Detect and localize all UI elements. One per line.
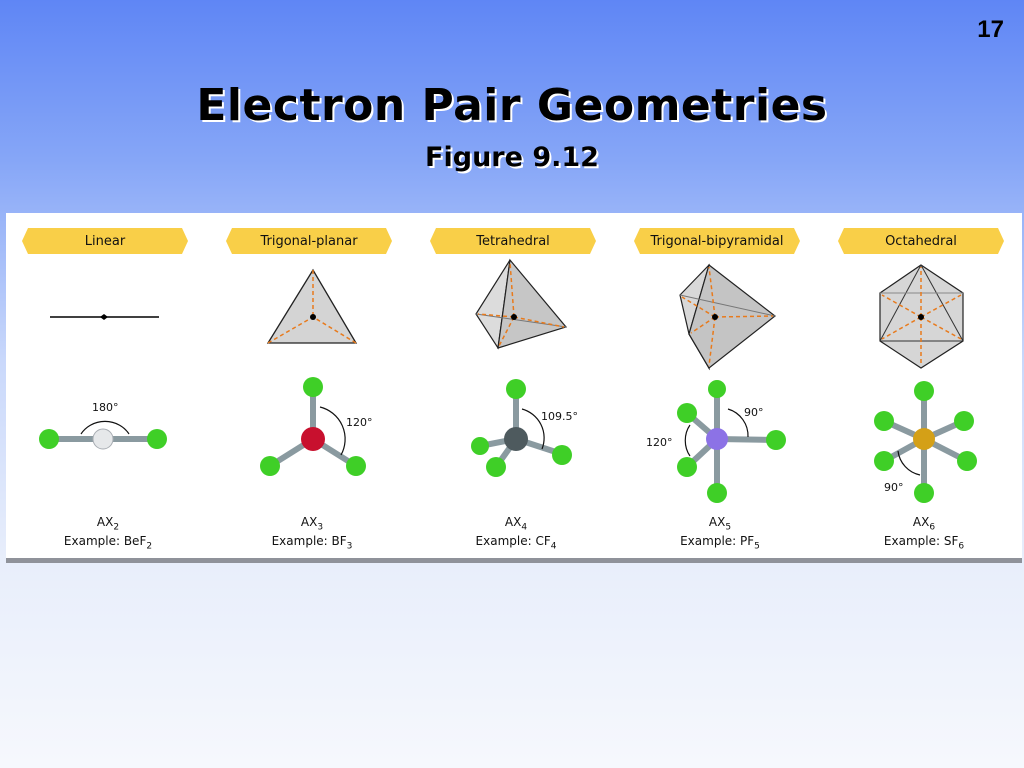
octahedral-ball-stick-model: 90° (874, 381, 977, 503)
geometry-column-linear: Linear 180° AX2 Example: BeF2 (6, 213, 210, 558)
angle-label-90: 90° (884, 481, 904, 494)
trigonal-planar-geometry-diagram: 120° (260, 268, 373, 476)
molecule-example: Example: PF5 (680, 534, 760, 552)
central-atom (504, 427, 528, 451)
molecule-example: Example: SF6 (883, 534, 965, 552)
geometry-label-pill: Trigonal-bipyramidal (634, 228, 800, 254)
linear-ball-stick-model: 180° (39, 401, 167, 450)
molecule-example: Example: BF3 (271, 534, 353, 552)
angle-label-120: 120° (346, 416, 373, 429)
octahedral-outline-shape (879, 264, 964, 369)
slide-subtitle: Figure 9.12 (425, 142, 599, 173)
geometry-label: Trigonal-planar (260, 233, 358, 249)
trigonal-planar-ball-stick-model: 120° (260, 377, 373, 476)
central-atom (913, 428, 935, 450)
slide-number: 17 (977, 16, 1004, 43)
geometry-label: Trigonal-bipyramidal (650, 233, 784, 249)
molecule-formula: AX5 (708, 515, 732, 533)
trigonal-planar-outline-shape (266, 268, 358, 344)
molecule-formula: AX2 (96, 515, 120, 533)
central-atom (706, 428, 728, 450)
tetrahedral-geometry-diagram: 109.5° (471, 258, 578, 477)
geometry-label: Octahedral (885, 233, 957, 249)
slide-title: Electron Pair Geometries (196, 80, 828, 131)
geometry-figure-panel: Linear 180° AX2 Example: BeF2 Trigonal-p… (6, 213, 1022, 563)
geometry-label: Linear (84, 233, 126, 249)
geometry-label-pill: Trigonal-planar (226, 228, 392, 254)
angle-label-120: 120° (646, 436, 673, 449)
angle-label-180: 180° (92, 401, 119, 414)
angle-label-109-5: 109.5° (541, 410, 578, 423)
angle-label-90: 90° (744, 406, 764, 419)
geometry-label-pill: Tetrahedral (430, 228, 596, 254)
tetrahedral-outline-shape (475, 258, 568, 350)
molecule-formula: AX6 (912, 515, 936, 533)
tetrahedral-ball-stick-model: 109.5° (471, 379, 578, 477)
molecule-example: Example: CF4 (475, 534, 557, 552)
linear-geometry-diagram: 180° (39, 314, 167, 450)
geometry-column-octahedral: Octahedral (822, 213, 1024, 558)
octahedral-geometry-diagram: 90° (874, 264, 977, 503)
molecule-formula: AX4 (504, 515, 528, 533)
geometry-label: Tetrahedral (476, 233, 550, 249)
trigonal-bipyramidal-ball-stick-model: 90° 120° (646, 380, 786, 503)
trigonal-bipyramidal-outline-shape (679, 263, 776, 371)
central-atom (92, 428, 114, 450)
geometry-column-tetrahedral: Tetrahedral 109.5° (414, 213, 618, 558)
geometry-label-pill: Linear (22, 228, 188, 254)
trigonal-bipyramidal-geometry-diagram: 90° 120° (646, 263, 786, 503)
ligand-atom (39, 429, 59, 449)
molecule-formula: AX3 (300, 515, 324, 533)
central-atom (301, 427, 325, 451)
linear-outline-shape (50, 314, 159, 320)
geometry-label-pill: Octahedral (838, 228, 1004, 254)
geometry-column-trigonal-planar: Trigonal-planar 120° AX3 (210, 213, 414, 558)
geometry-column-trigonal-bipyramidal: Trigonal-bipyramidal (618, 213, 822, 558)
molecule-example: Example: BeF2 (63, 534, 153, 552)
ligand-atom (147, 429, 167, 449)
